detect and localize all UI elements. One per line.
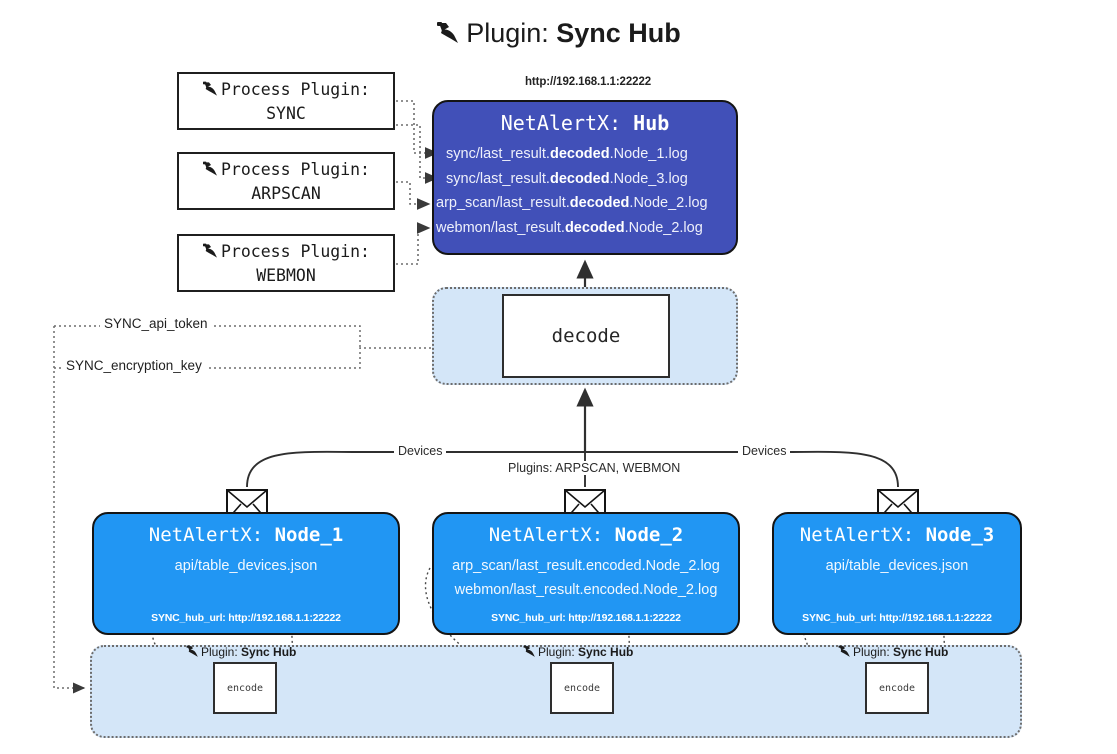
plug-icon <box>202 161 220 183</box>
node-box-node-3[interactable]: NetAlertX: Node_3 api/table_devices.json… <box>772 512 1022 635</box>
hub-log-line: sync/last_result.decoded.Node_1.log <box>446 146 688 162</box>
edge-label-devices-left: Devices <box>394 444 447 458</box>
plug-icon <box>436 21 462 52</box>
hub-log-line: arp_scan/last_result.decoded.Node_2.log <box>436 195 708 211</box>
node-box-node-1[interactable]: NetAlertX: Node_1 api/table_devices.json… <box>92 512 400 635</box>
node-line: arp_scan/last_result.encoded.Node_2.log <box>452 558 720 574</box>
hub-log-line: sync/last_result.decoded.Node_3.log <box>446 170 688 187</box>
hub-log-line: webmon/last_result.decoded.Node_2.log <box>436 219 703 236</box>
process-plugin-box-webmon[interactable]: Process Plugin: WEBMON <box>177 234 395 292</box>
plug-icon <box>202 81 220 103</box>
node-line: api/table_devices.json <box>174 558 318 574</box>
wire-sync-to-hub-log2 <box>396 124 439 184</box>
page-title-name: Sync Hub <box>556 18 681 48</box>
plug-icon <box>186 645 200 661</box>
plug-icon <box>838 645 852 661</box>
plug-icon <box>202 243 220 265</box>
plug-icon <box>523 645 537 661</box>
decode-box[interactable]: decode <box>502 294 670 378</box>
wire-sync-to-hub-log1 <box>396 100 439 159</box>
encoder-plugin-label-1: Plugin: Sync Hub <box>186 645 296 661</box>
hub-title-name: Hub <box>633 111 670 135</box>
hub-title-prefix: NetAlertX: <box>500 111 634 135</box>
encode-box-1[interactable]: encode <box>213 662 277 714</box>
node-line: api/table_devices.json <box>825 558 969 574</box>
hub-box[interactable]: NetAlertX: Hub sync/last_result.decoded.… <box>432 100 738 255</box>
page-title-prefix: Plugin: <box>466 18 557 48</box>
encoder-plugin-label-2: Plugin: Sync Hub <box>523 645 633 661</box>
encoder-plugin-label-3: Plugin: Sync Hub <box>838 645 948 661</box>
edge-label-plugins-center: Plugins: ARPSCAN, WEBMON <box>504 461 685 475</box>
process-plugin-box-sync[interactable]: Process Plugin: SYNC <box>177 72 395 130</box>
hub-title: NetAlertX: Hub <box>434 111 736 135</box>
node-title: NetAlertX: Node_3 <box>799 524 995 546</box>
node-line: webmon/last_result.encoded.Node_2.log <box>454 582 718 598</box>
wire-webmon-to-hub-log4 <box>396 222 431 265</box>
token-label-api: SYNC_api_token <box>100 316 212 331</box>
process-plugin-label: Process Plugin: <box>220 242 370 261</box>
node-box-node-2[interactable]: NetAlertX: Node_2 arp_scan/last_result.e… <box>432 512 740 635</box>
node-line-list: api/table_devices.json <box>774 554 1020 578</box>
process-plugin-label: Process Plugin: <box>220 80 370 99</box>
encode-box-2[interactable]: encode <box>550 662 614 714</box>
node-hub-url: SYNC_hub_url: http://192.168.1.1:22222 <box>802 612 992 624</box>
encode-box-3[interactable]: encode <box>865 662 929 714</box>
process-plugin-name: WEBMON <box>256 266 316 286</box>
process-plugin-name: ARPSCAN <box>251 184 321 204</box>
page-title: Plugin: Sync Hub <box>0 18 1117 52</box>
node-hub-url: SYNC_hub_url: http://192.168.1.1:22222 <box>491 612 681 624</box>
wire-arpscan-to-hub-log3 <box>396 181 431 210</box>
hub-url-label: http://192.168.1.1:22222 <box>524 76 652 88</box>
node-hub-url: SYNC_hub_url: http://192.168.1.1:22222 <box>151 612 341 624</box>
process-plugin-box-arpscan[interactable]: Process Plugin: ARPSCAN <box>177 152 395 210</box>
process-plugin-name: SYNC <box>266 104 306 124</box>
token-label-encryption: SYNC_encryption_key <box>62 358 206 373</box>
node-title: NetAlertX: Node_1 <box>148 524 344 546</box>
node-title: NetAlertX: Node_2 <box>488 524 684 546</box>
node-line-list: arp_scan/last_result.encoded.Node_2.log … <box>434 554 738 602</box>
edge-label-devices-right: Devices <box>738 444 791 458</box>
node-line-list: api/table_devices.json <box>94 554 398 578</box>
hub-log-list: sync/last_result.decoded.Node_1.log sync… <box>434 142 736 240</box>
wire-tokens-to-encoders <box>53 326 86 694</box>
process-plugin-label: Process Plugin: <box>220 160 370 179</box>
